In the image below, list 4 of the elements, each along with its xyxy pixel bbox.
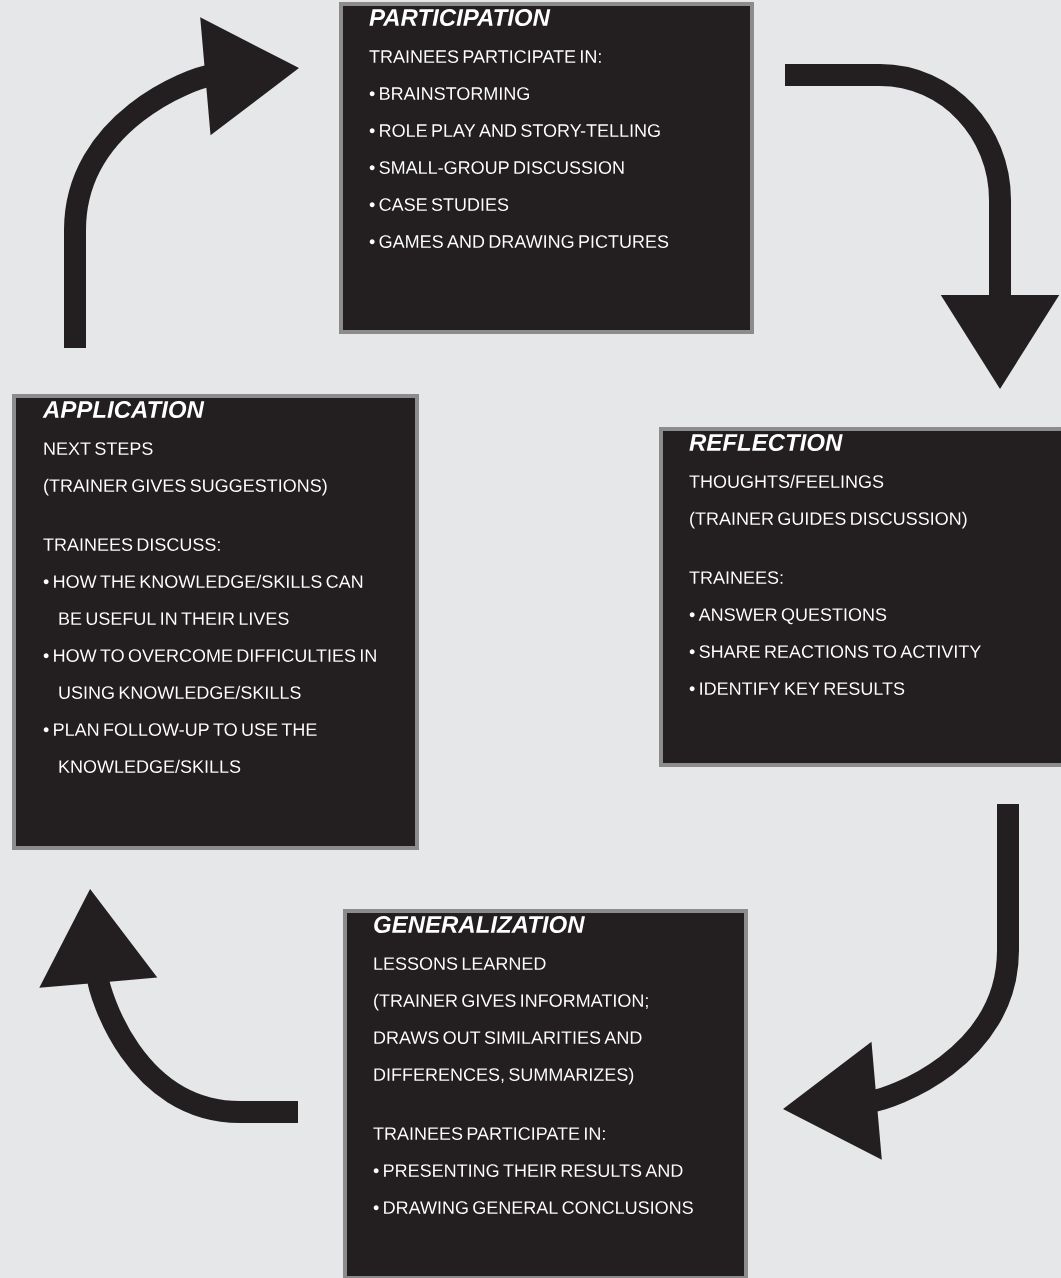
stage-box: REFLECTION THOUGHTS/FEELINGS (TRAINER GUIDES DISCUSSION) TRAINEES: • ANSWER QUESTIONS • SHARE REACTIONS TO ACTIVITY • IDENTIFY KEY RESULTS [659, 427, 1061, 767]
stage-box: PARTICIPATION TRAINEES PARTICIPATE IN: • BRAINSTORMING • ROLE PLAY AND STORY-TELLING • SMALL-GROUP DISCUSSION • CASE STUDIES • GAMES AND DRAWING PICTURES [339, 2, 754, 334]
stage-box: APPLICATION NEXT STEPS (TRAINER GIVES SUGGESTIONS) TRAINEES DISCUSS: • HOW THE KNOWLEDGE/SKILLS CAN BE USEFUL IN THEIR LIVES • HOW TO OVERCOME DIFFICULTIES IN USING KNOWLEDGE/SKILLS • PLAN FOLLOW-UP TO USE THE KNOWLEDGE/SKILLS [12, 394, 419, 850]
stage-box: GENERALIZATION LESSONS LEARNED (TRAINER GIVES INFORMATION; DRAWS OUT SIMILARITIES AND DIFFERENCES, SUMMARIZES) TRAINEES PARTICIPATE IN: • PRESENTING THEIR RESULTS AND • DRAWING GENERAL CONCLUSIONS [343, 909, 748, 1278]
